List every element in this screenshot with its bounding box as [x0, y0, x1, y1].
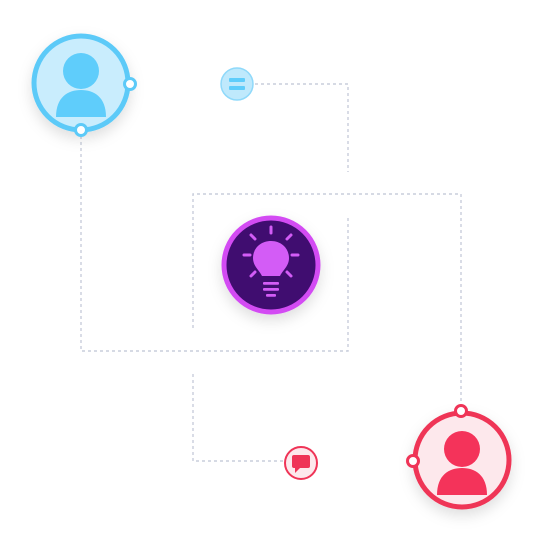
- lightbulb-icon: [242, 225, 300, 297]
- user-a-port-right[interactable]: [123, 77, 137, 91]
- idea-node[interactable]: [221, 215, 321, 315]
- connector-idea-frame: [192, 193, 462, 404]
- connector-b-bottom: [192, 374, 286, 462]
- connector-a-right: [255, 83, 349, 172]
- user-icon: [437, 431, 487, 495]
- badge-b[interactable]: [284, 446, 318, 480]
- badge-a[interactable]: [220, 67, 254, 101]
- user-icon: [56, 53, 106, 117]
- user-a-port-bottom[interactable]: [74, 123, 88, 137]
- connector-a-loop: [80, 136, 349, 352]
- user-node-b[interactable]: [406, 404, 512, 510]
- user-b-port-top[interactable]: [454, 404, 468, 418]
- chat-bubble-icon: [292, 455, 310, 473]
- dashed-connectors: [80, 83, 462, 462]
- equals-icon: [229, 78, 245, 90]
- badge-a-circle: [220, 67, 254, 101]
- user-node-a[interactable]: [31, 33, 137, 137]
- user-b-port-left[interactable]: [406, 454, 420, 468]
